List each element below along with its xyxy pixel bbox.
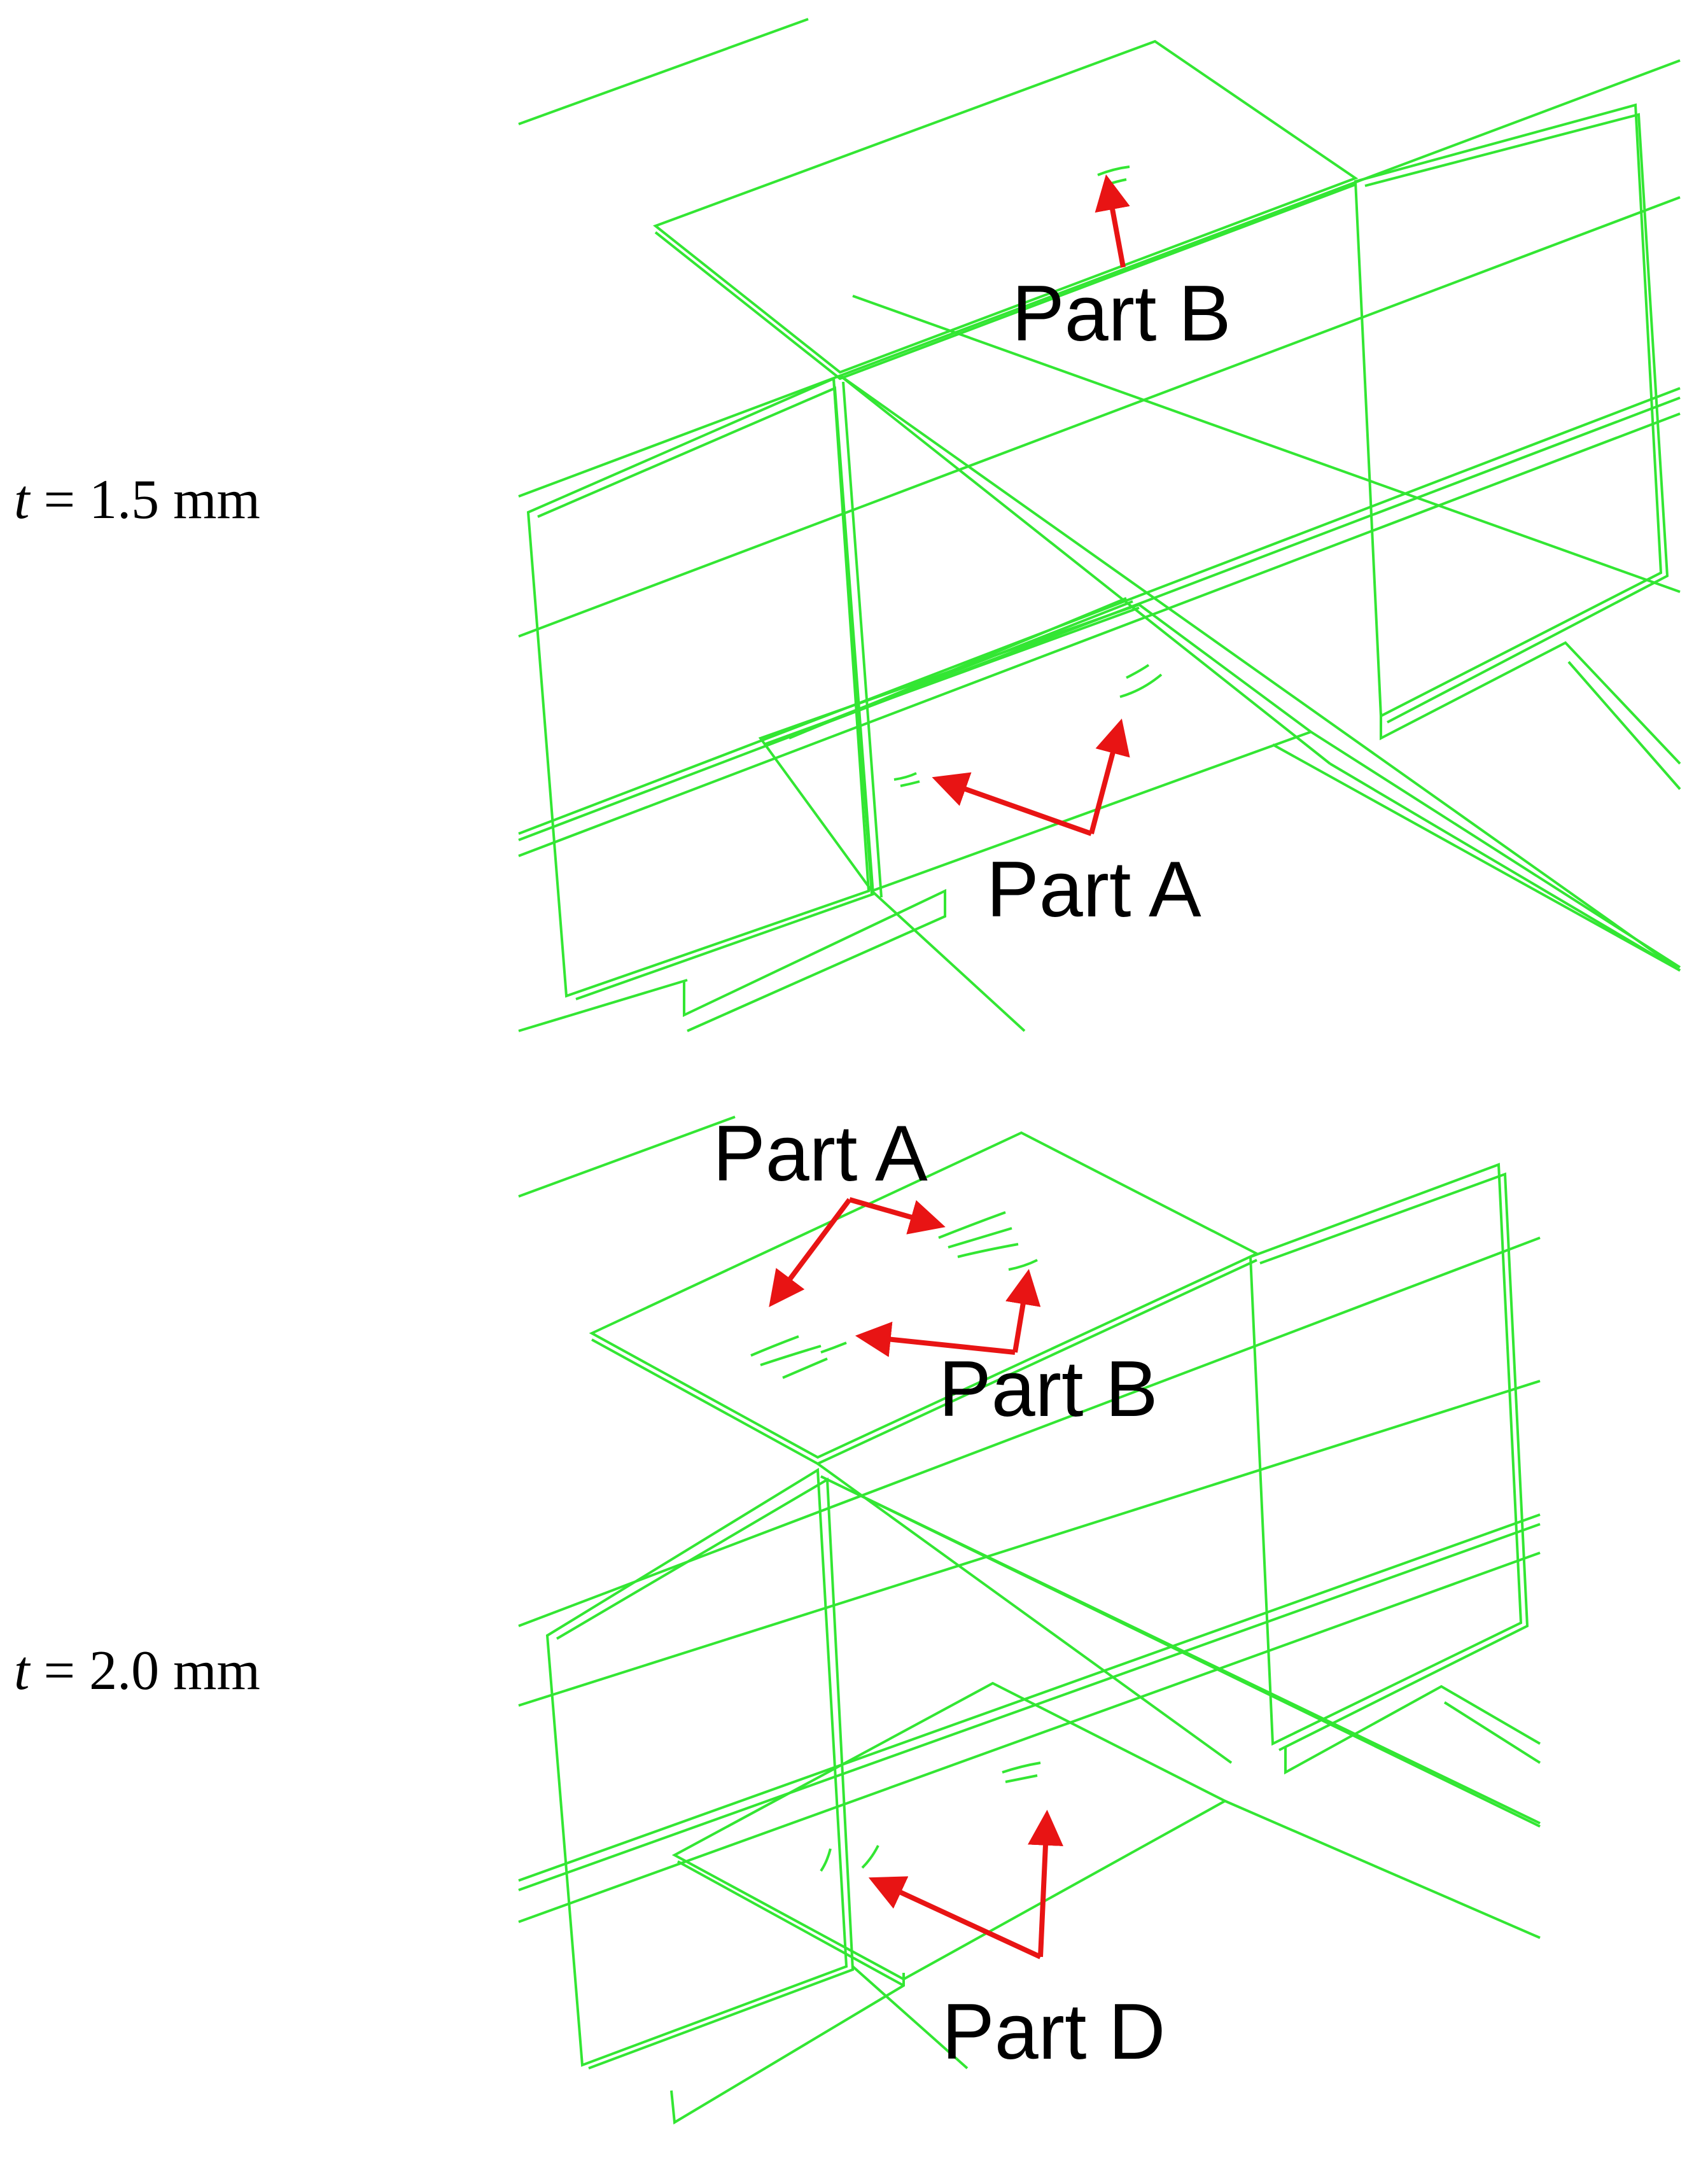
- panel-top-thickness-label: t = 1.5 mm: [14, 468, 260, 532]
- callout-bottom-part-b: Part B: [939, 1345, 1158, 1433]
- panel-bottom-arrows: [769, 1197, 1063, 1959]
- arrow-part-b-2: [855, 1321, 1016, 1357]
- panel-top-arrows: [932, 174, 1130, 836]
- panel-top-wireframe: [518, 18, 1681, 1032]
- panel-bottom-crack-marks: [750, 1211, 1041, 1872]
- thickness-symbol: t: [14, 1640, 30, 1702]
- callout-top-part-a: Part A: [986, 846, 1201, 934]
- arrow-part-a-2: [1089, 718, 1130, 835]
- arrow-part-a-1: [769, 1198, 852, 1307]
- panel-bottom-wireframe: [518, 1116, 1541, 2125]
- arrow-part-d-2: [868, 1876, 1042, 1959]
- callout-bottom-part-d: Part D: [942, 1988, 1165, 2076]
- arrow-part-b: [1095, 174, 1130, 268]
- thickness-value: = 1.5 mm: [29, 469, 260, 531]
- callout-top-part-b: Part B: [1012, 270, 1231, 358]
- panel-top-crack-marks: [893, 165, 1163, 787]
- panel-bottom-thickness-label: t = 2.0 mm: [14, 1639, 260, 1703]
- arrow-part-d-1: [1027, 1809, 1063, 1958]
- thickness-symbol: t: [14, 469, 30, 531]
- arrow-part-a-2: [848, 1197, 946, 1235]
- callout-bottom-part-a: Part A: [713, 1110, 928, 1198]
- thickness-value: = 2.0 mm: [29, 1640, 260, 1702]
- arrow-part-a-1: [932, 772, 1093, 836]
- arrow-part-b-1: [1005, 1268, 1041, 1353]
